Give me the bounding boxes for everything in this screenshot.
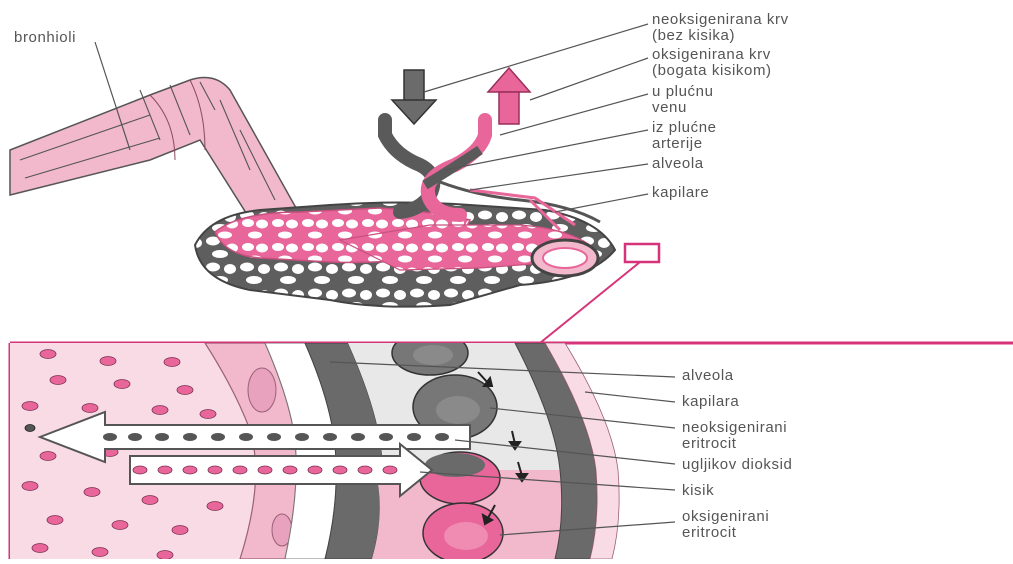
label-deoxygenated-blood-line1: neoksigenirana krv [652, 11, 789, 28]
label-oxygenated-blood-line2: (bogata kisikom) [652, 62, 772, 79]
label-alveolus: alveola [652, 155, 704, 172]
label-oxygenated-rbc-line1: oksigenirani [682, 508, 769, 525]
label-oxygenated-blood-line1: oksigenirana krv [652, 46, 771, 63]
label-oxygen: kisik [682, 482, 714, 499]
label-capillary-detail: kapilara [682, 393, 739, 410]
label-deoxygenated-rbc-line1: neoksigenirani [682, 419, 787, 436]
label-alveolus-detail: alveola [682, 367, 734, 384]
label-capillaries: kapilare [652, 184, 709, 201]
label-from-artery-line1: iz plućne [652, 119, 717, 136]
label-deoxygenated-rbc-line2: eritrocit [682, 435, 737, 452]
label-oxygenated-rbc-line2: eritrocit [682, 524, 737, 541]
oxygenated-blood-arrow-icon [488, 68, 530, 124]
detail-panel [10, 331, 1013, 559]
blood-vessels [385, 68, 530, 215]
deoxygenated-blood-arrow-icon [392, 70, 436, 124]
label-to-vein-line1: u plućnu [652, 83, 714, 100]
label-to-vein-line2: venu [652, 99, 687, 116]
label-deoxygenated-blood-line2: (bez kisika) [652, 27, 735, 44]
label-carbon-dioxide: ugljikov dioksid [682, 456, 792, 473]
label-bronchioles: bronhioli [14, 29, 76, 46]
label-from-artery-line2: arterije [652, 135, 703, 152]
